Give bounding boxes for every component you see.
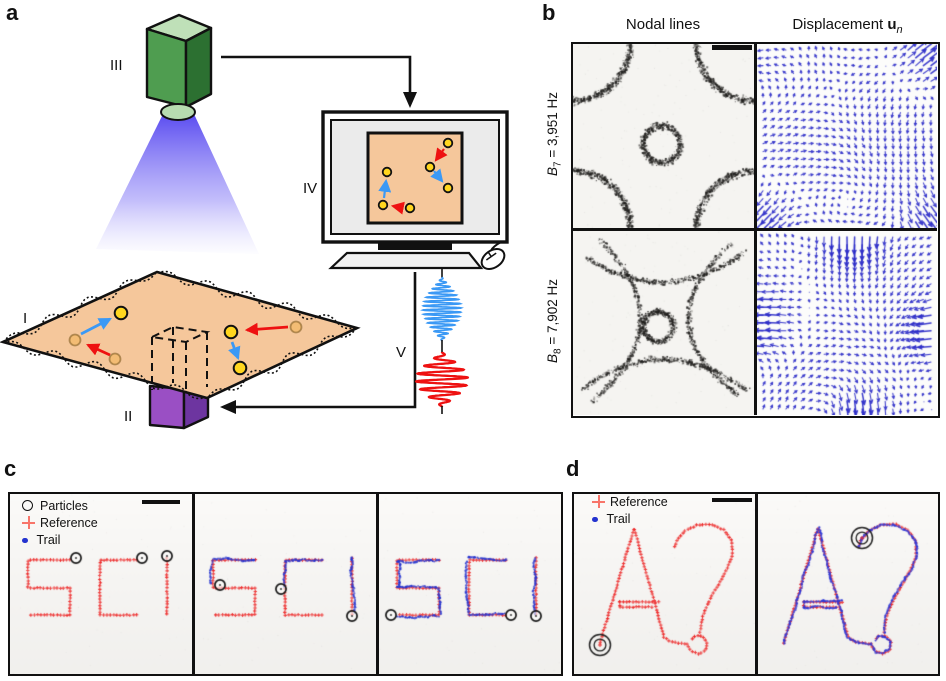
panel-c-divider-1	[192, 494, 195, 674]
dashed-cube	[148, 325, 211, 392]
computer-monitor	[321, 110, 509, 270]
nodal-lines-header: Nodal lines	[625, 16, 701, 33]
legend-reference-d: Reference	[592, 494, 668, 511]
reference-plus-icon	[22, 516, 35, 529]
sci-frame-1	[10, 494, 192, 674]
trail-dot-icon-d	[592, 516, 598, 522]
computer-label: IV	[303, 180, 317, 197]
legend-reference-label: Reference	[40, 516, 98, 530]
aq-frame-1	[574, 494, 755, 674]
legend-trail-d: Trail	[592, 511, 668, 528]
reference-plus-icon-d	[592, 495, 605, 508]
mode-b8-label: B8 = 7,902 Hz	[545, 279, 564, 363]
displacement-b8-quiver	[757, 231, 937, 415]
plate-motion-arrows	[80, 317, 289, 361]
nodal-lines-b7-image	[573, 44, 754, 228]
screen-arrows	[378, 147, 448, 215]
legend-trail-label: Trail	[36, 533, 61, 547]
panel-c-scale-bar	[142, 500, 180, 504]
panel-c-divider-2	[376, 494, 379, 674]
sci-frame-3	[379, 494, 561, 674]
particles-circle-icon	[22, 500, 33, 511]
actuator-label: II	[124, 408, 132, 425]
setup-schematic: III	[0, 13, 509, 430]
displacement-b7-quiver	[757, 44, 937, 228]
displacement-subscript: n	[896, 24, 903, 36]
panel-b-horizontal-divider	[573, 228, 937, 231]
aq-frame-2	[758, 494, 938, 674]
monitor-stand	[378, 242, 452, 250]
plate-particles-current	[113, 305, 248, 376]
legend-trail: Trail	[22, 532, 98, 549]
legend-particles-label: Particles	[40, 499, 88, 513]
plate-wave-outline	[2, 270, 358, 400]
panel-d-frame	[572, 492, 940, 676]
panel-d-scale-bar	[712, 498, 752, 502]
panel-b-scale-bar	[712, 45, 752, 50]
signal-label: V	[396, 344, 406, 361]
plate-particles-past	[68, 320, 303, 366]
signal-to-actuator-arrow	[236, 272, 417, 409]
camera-to-computer-arrow	[221, 55, 412, 94]
blue-signal-packet	[420, 276, 464, 342]
panel-c-frame	[8, 492, 563, 676]
camera-icon	[145, 13, 213, 121]
mode-b7-label: B7 = 3,951 Hz	[545, 92, 564, 176]
panel-c-legend: Particles Reference Trail	[22, 498, 98, 549]
panel-c-label: c	[4, 456, 17, 481]
panel-d-label: d	[566, 456, 580, 481]
panel-d-divider	[755, 494, 758, 674]
plate-label: I	[23, 310, 27, 327]
camera-light-cone	[96, 112, 259, 254]
panel-a-label: a	[6, 0, 19, 25]
legend-trail-label-d: Trail	[606, 512, 631, 526]
mouse-icon	[480, 248, 506, 270]
nodal-lines-b8-image	[573, 231, 754, 415]
panel-b-label: b	[542, 0, 556, 25]
legend-reference: Reference	[22, 515, 98, 532]
signal-arrowhead	[220, 400, 236, 414]
displacement-header-text: Displacement	[792, 16, 888, 33]
legend-reference-label-d: Reference	[610, 495, 668, 509]
legend-particles: Particles	[22, 498, 98, 515]
panel-b-frame	[571, 42, 940, 418]
panel-d-legend: Reference Trail	[592, 494, 668, 528]
camera-to-computer-arrowhead	[403, 92, 417, 108]
vibrating-plate	[0, 270, 361, 400]
trail-dot-icon	[22, 537, 28, 543]
keyboard-icon	[328, 251, 484, 270]
displacement-u-symbol: u	[887, 16, 897, 33]
camera-label: III	[110, 57, 123, 74]
red-signal-packet	[414, 351, 470, 408]
sci-frame-2	[195, 494, 376, 674]
displacement-header: Displacement un	[755, 16, 940, 36]
